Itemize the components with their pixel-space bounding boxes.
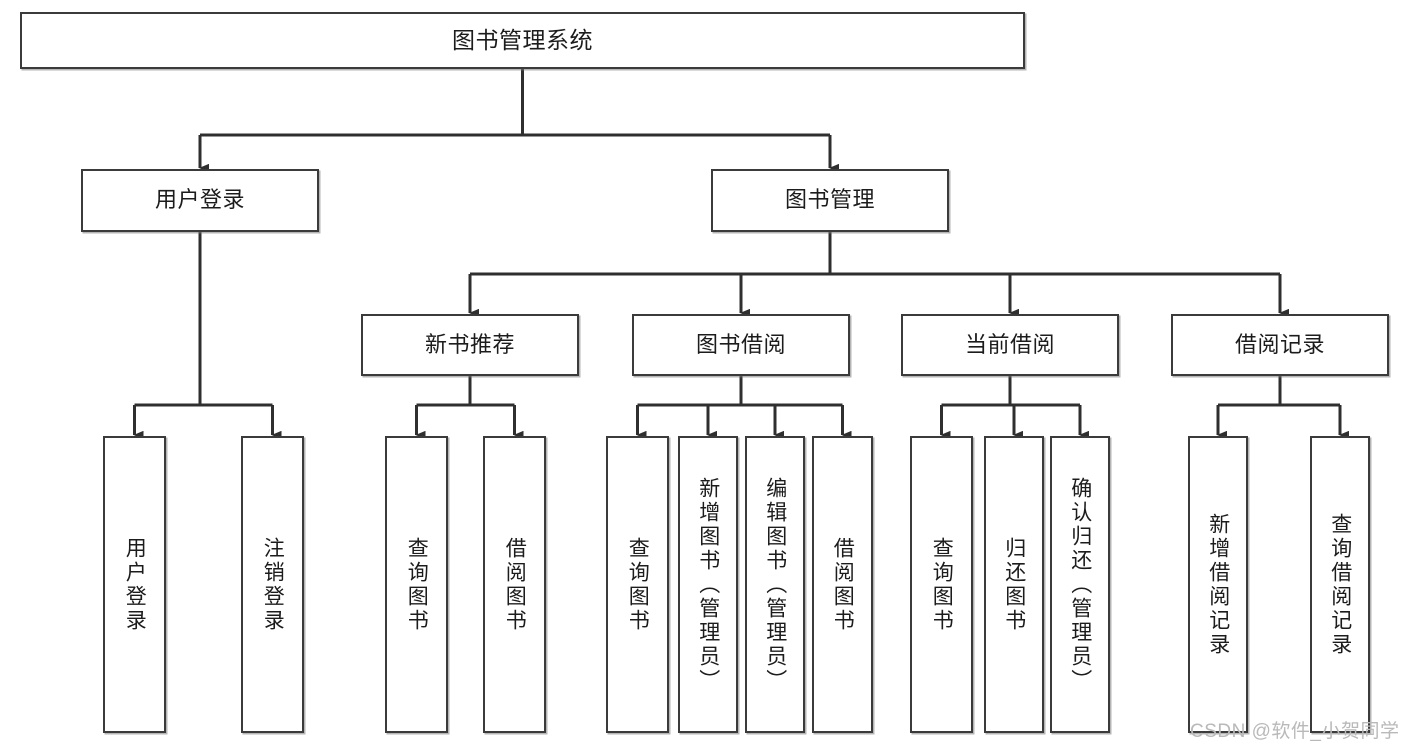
node-label: 用户登录 bbox=[154, 187, 245, 213]
node-book-borrow[interactable]: 图书借阅 bbox=[632, 314, 850, 376]
node-new-book-rec[interactable]: 新书推荐 bbox=[361, 314, 579, 376]
node-leaf-query-book-1[interactable]: 查询图书 bbox=[385, 436, 448, 733]
node-label: 借阅图书 bbox=[503, 536, 527, 633]
node-label: 确认归还（管理员） bbox=[1068, 476, 1092, 693]
node-leaf-borrow-book-2[interactable]: 借阅图书 bbox=[812, 436, 873, 733]
node-label: 查询图书 bbox=[405, 536, 429, 633]
node-label: 当前借阅 bbox=[964, 331, 1055, 357]
node-current-borrow[interactable]: 当前借阅 bbox=[901, 314, 1119, 376]
node-leaf-query-book-2[interactable]: 查询图书 bbox=[606, 436, 669, 733]
node-label: 注销登录 bbox=[261, 536, 285, 633]
node-leaf-query-record[interactable]: 查询借阅记录 bbox=[1310, 436, 1370, 733]
node-label: 借阅图书 bbox=[831, 536, 855, 633]
edge-group bbox=[133, 69, 1349, 440]
node-leaf-return-book[interactable]: 归还图书 bbox=[984, 436, 1044, 733]
node-label: 查询图书 bbox=[626, 536, 650, 633]
node-label: 用户登录 bbox=[123, 536, 147, 633]
node-book-manage[interactable]: 图书管理 bbox=[711, 169, 949, 232]
node-label: 新书推荐 bbox=[424, 331, 515, 357]
node-label: 图书借阅 bbox=[695, 331, 786, 357]
node-label: 归还图书 bbox=[1002, 536, 1026, 633]
node-leaf-user-login[interactable]: 用户登录 bbox=[103, 436, 166, 733]
node-label: 查询图书 bbox=[930, 536, 954, 633]
node-leaf-logout[interactable]: 注销登录 bbox=[241, 436, 304, 733]
node-label: 新增图书（管理员） bbox=[696, 476, 720, 693]
node-label: 图书管理 bbox=[784, 187, 875, 213]
node-leaf-edit-book[interactable]: 编辑图书（管理员） bbox=[745, 436, 805, 733]
node-user-login[interactable]: 用户登录 bbox=[81, 169, 319, 232]
node-label: 新增借阅记录 bbox=[1206, 512, 1230, 657]
node-label: 编辑图书（管理员） bbox=[763, 476, 787, 693]
node-leaf-add-book[interactable]: 新增图书（管理员） bbox=[678, 436, 738, 733]
node-label: 借阅记录 bbox=[1234, 331, 1325, 357]
node-leaf-add-record[interactable]: 新增借阅记录 bbox=[1188, 436, 1248, 733]
node-leaf-confirm-ret[interactable]: 确认归还（管理员） bbox=[1050, 436, 1110, 733]
node-leaf-borrow-book-1[interactable]: 借阅图书 bbox=[483, 436, 546, 733]
node-borrow-record[interactable]: 借阅记录 bbox=[1171, 314, 1389, 376]
node-label: 图书管理系统 bbox=[452, 26, 593, 53]
node-label: 查询借阅记录 bbox=[1328, 512, 1352, 657]
node-root[interactable]: 图书管理系统 bbox=[20, 12, 1025, 69]
node-leaf-query-book-3[interactable]: 查询图书 bbox=[910, 436, 973, 733]
